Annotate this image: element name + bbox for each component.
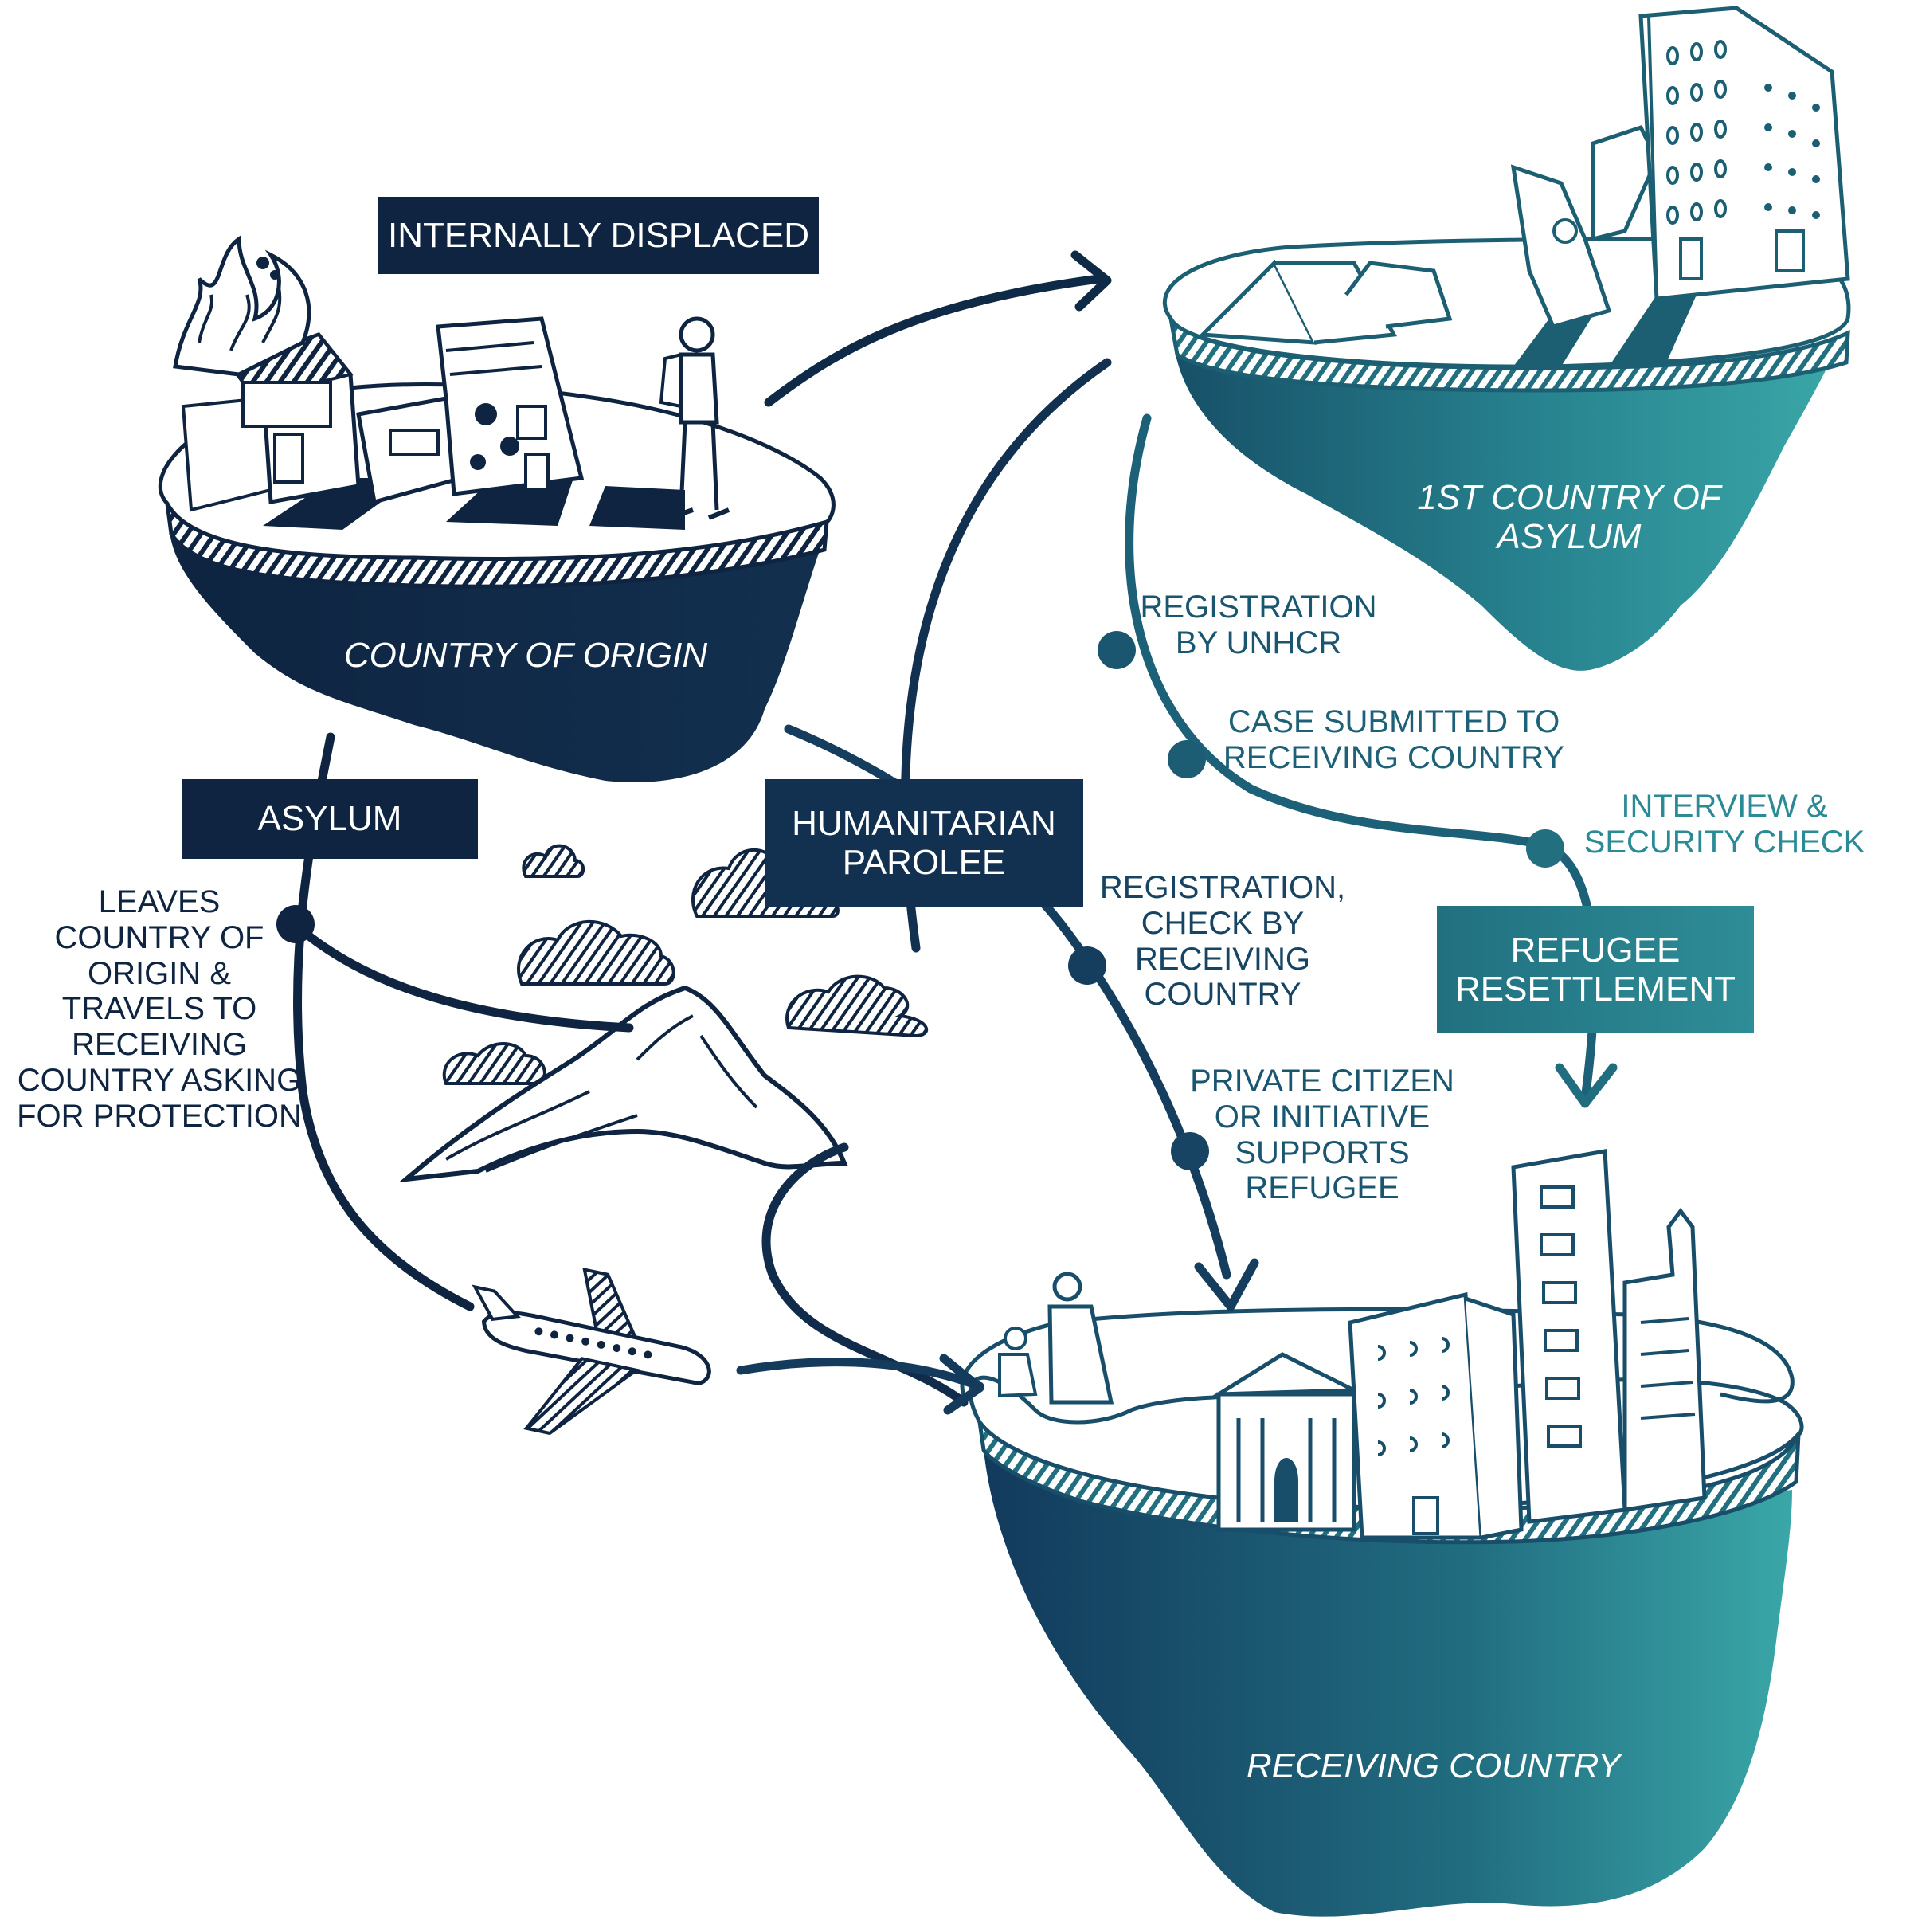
step-reg-check-line1: REGISTRATION, (1099, 870, 1346, 905)
step-leaves-line7: FOR PROTECTION (17, 1098, 302, 1134)
step-leaves-line5: RECEIVING (71, 1027, 248, 1063)
tag-refugee-line1: REFUGEE (1510, 930, 1681, 970)
step-leaves-country: LEAVES COUNTRY OF ORIGIN & TRAVELS TO RE… (16, 884, 303, 1135)
step-case-line1: CASE SUBMITTED TO (1227, 704, 1560, 739)
label-first-asylum-line1: 1ST COUNTRY OF (1417, 478, 1721, 517)
step-reg-check-line4: COUNTRY (1144, 977, 1301, 1013)
airplane (472, 1267, 711, 1436)
step-reg-check-line2: CHECK BY (1141, 905, 1305, 941)
tag-humanitarian-parolee: HUMANITARIAN PAROLEE (765, 779, 1083, 907)
label-first-asylum-line2: ASYLUM (1497, 517, 1642, 557)
step-leaves-line3: ORIGIN & (87, 955, 232, 991)
node-interview (1526, 829, 1564, 868)
node-case-submitted (1168, 740, 1206, 778)
node-private-citizen (1171, 1132, 1209, 1170)
origin-island (158, 235, 836, 782)
label-receiving-text: RECEIVING COUNTRY (1246, 1746, 1622, 1785)
scenery (398, 844, 929, 1183)
step-leaves-line6: COUNTRY ASKING (17, 1062, 302, 1098)
label-receiving-country: RECEIVING COUNTRY (1211, 1746, 1657, 1785)
step-case-submitted: CASE SUBMITTED TO RECEIVING COUNTRY (1211, 704, 1577, 776)
step-reg-unhcr-line1: REGISTRATION (1140, 590, 1377, 625)
step-interview-line1: INTERVIEW & (1621, 789, 1828, 824)
label-origin-text: COUNTRY OF ORIGIN (343, 636, 708, 675)
step-private-citizen: PRIVATE CITIZEN OR INITIATIVE SUPPORTS R… (1179, 1064, 1466, 1206)
label-country-of-origin: COUNTRY OF ORIGIN (303, 636, 749, 675)
first-asylum-island (1162, 6, 1851, 671)
receiving-island (960, 1149, 1804, 1917)
step-interview-security-check: INTERVIEW & SECURITY CHECK (1573, 789, 1876, 860)
step-private-line2: OR INITIATIVE (1214, 1099, 1431, 1135)
step-reg-unhcr-line2: BY UNHCR (1175, 625, 1342, 660)
step-interview-line2: SECURITY CHECK (1583, 824, 1865, 860)
step-case-line2: RECEIVING COUNTRY (1223, 739, 1565, 775)
node-registration-unhcr (1098, 631, 1136, 669)
tag-internally-displaced: INTERNALLY DISPLACED (378, 197, 819, 274)
tag-asylum-text: ASYLUM (257, 799, 402, 839)
step-registration-check: REGISTRATION, CHECK BY RECEIVING COUNTRY (1091, 870, 1354, 1013)
tag-humanitarian-line2: PAROLEE (842, 843, 1006, 882)
tag-internally-displaced-text: INTERNALLY DISPLACED (388, 215, 809, 255)
step-reg-check-line3: RECEIVING (1134, 941, 1311, 977)
step-private-line3: SUPPORTS (1235, 1135, 1410, 1170)
step-private-line1: PRIVATE CITIZEN (1190, 1064, 1454, 1099)
step-leaves-line2: COUNTRY OF (54, 919, 264, 955)
step-leaves-line1: LEAVES (98, 884, 221, 919)
step-nodes (276, 631, 1564, 1170)
node-registration-check (1068, 946, 1106, 985)
step-registration-unhcr: REGISTRATION BY UNHCR (1123, 590, 1394, 661)
node-leaves (276, 905, 315, 943)
step-leaves-line4: TRAVELS TO (61, 991, 257, 1027)
tag-humanitarian-line1: HUMANITARIAN (792, 803, 1056, 843)
tag-refugee-line2: RESETTLEMENT (1454, 970, 1736, 1009)
label-first-country-of-asylum: 1ST COUNTRY OF ASYLUM (1386, 478, 1752, 557)
step-private-line4: REFUGEE (1245, 1170, 1399, 1206)
tag-asylum: ASYLUM (182, 779, 478, 859)
tag-refugee-resettlement: REFUGEE RESETTLEMENT (1437, 906, 1754, 1033)
